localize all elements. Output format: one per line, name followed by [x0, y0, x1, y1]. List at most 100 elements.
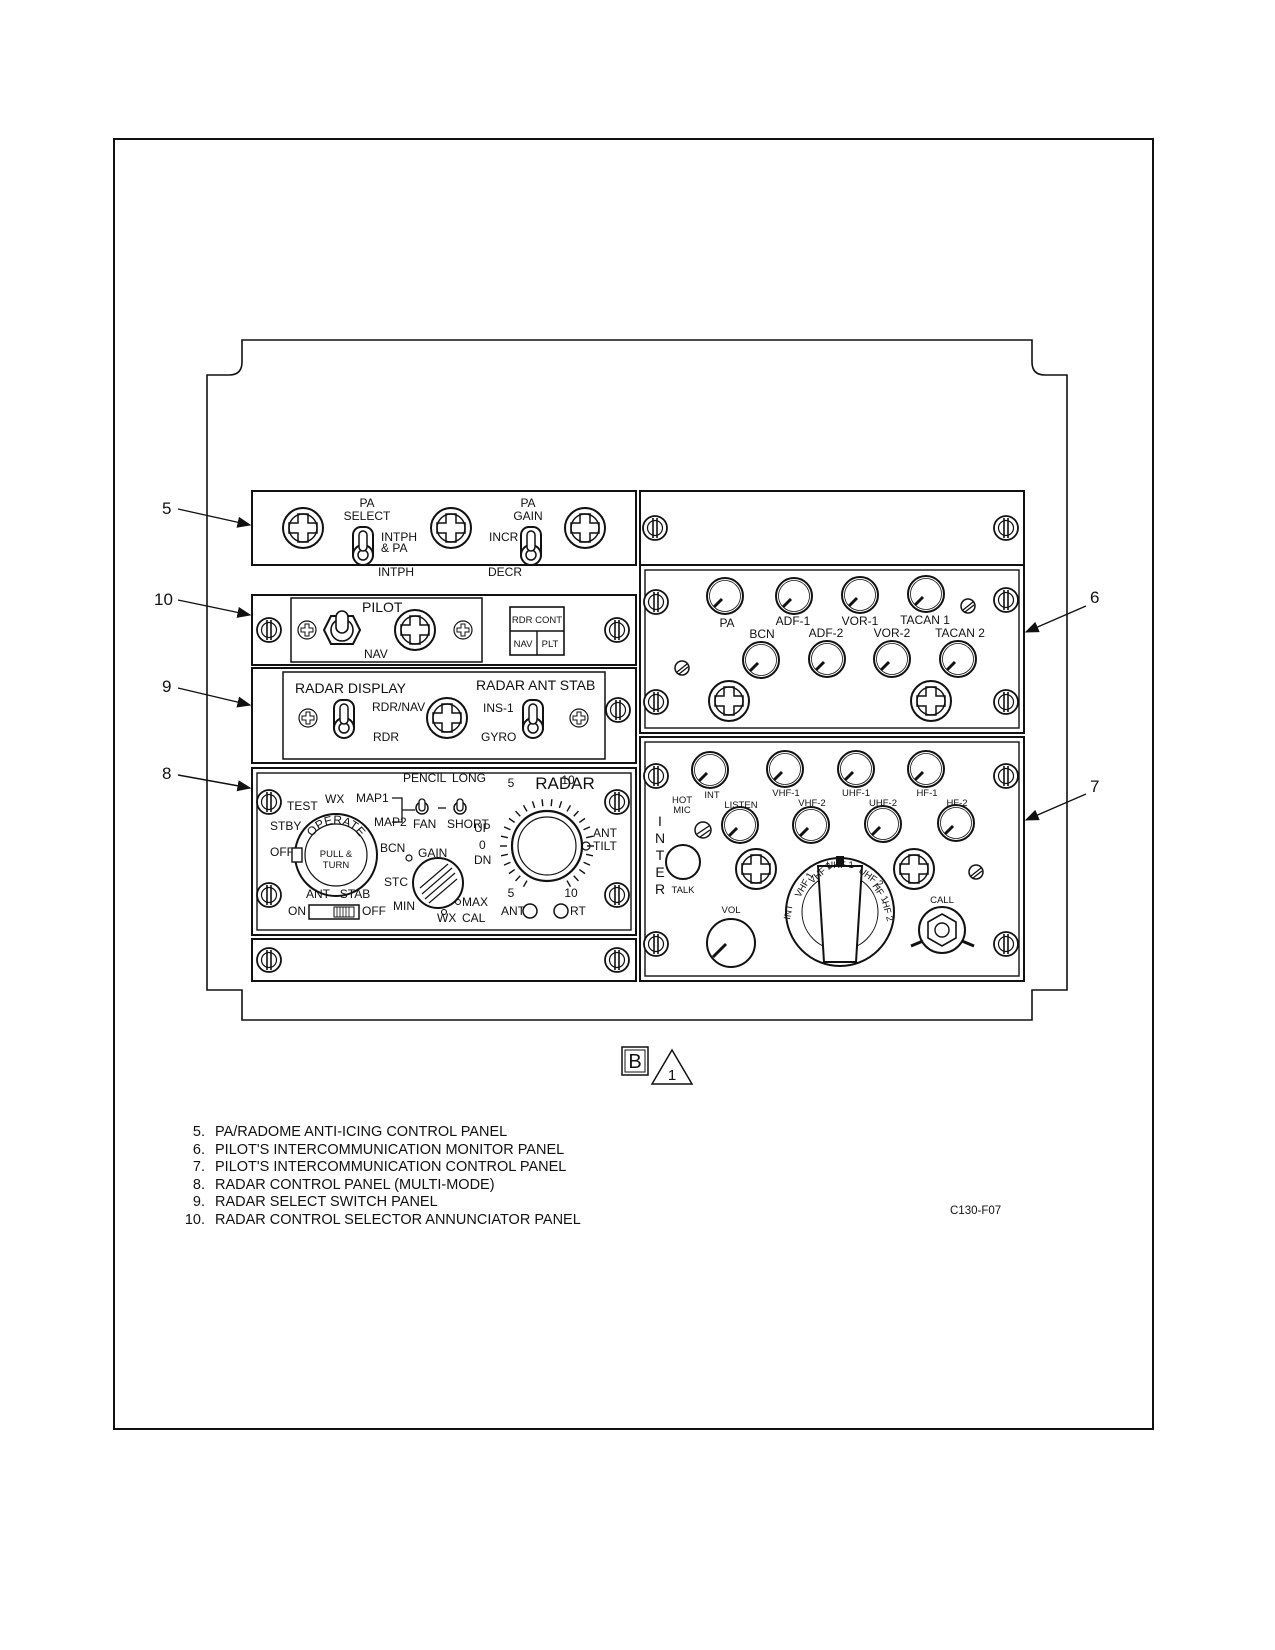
radar-display-label: RADAR DISPLAY — [295, 680, 407, 696]
ant-button-label: ANT — [501, 904, 526, 918]
pa-gain-toggle-switch[interactable] — [520, 526, 542, 566]
intph-pa-label: INTPH — [381, 530, 417, 544]
panel-fastener — [394, 609, 436, 651]
adf1-monitor-label: ADF-1 — [776, 614, 811, 628]
volume-knob[interactable] — [706, 918, 756, 968]
tilt-tick — [578, 817, 586, 824]
talk-button[interactable] — [665, 844, 701, 880]
panel-screw — [604, 789, 630, 815]
note-triangle: 1 — [650, 1048, 694, 1085]
tacan2-monitor-label: TACAN 2 — [935, 626, 985, 640]
pencil-label: PENCIL — [403, 771, 447, 785]
legend-text: RADAR CONTROL PANEL (MULTI-MODE) — [215, 1176, 495, 1193]
legend-number: 5. — [192, 1124, 205, 1140]
tacan1-monitor-knob[interactable] — [906, 574, 946, 614]
ant-stab-label: ANT STAB — [306, 887, 370, 901]
blank-panel-left — [251, 938, 637, 982]
bcn-monitor-knob[interactable] — [741, 640, 781, 680]
panel-fastener — [282, 507, 324, 549]
zero-label: 0 — [479, 838, 486, 852]
panel-fastener — [426, 697, 468, 739]
max-label: MAX — [462, 895, 488, 909]
tacan2-monitor-knob[interactable] — [938, 639, 978, 679]
radar-ant-stab-toggle-switch[interactable] — [522, 699, 544, 739]
panel-screw — [298, 708, 318, 728]
tilt-tick — [508, 817, 516, 824]
tilt-tick — [583, 861, 591, 866]
beam-toggle-switch[interactable] — [453, 798, 467, 815]
radar-display-toggle-switch[interactable] — [333, 699, 355, 739]
radar-ant-stab-label: RADAR ANT STAB — [476, 677, 595, 693]
rdr-label: RDR — [373, 730, 399, 744]
svg-text:7: 7 — [1090, 777, 1099, 796]
antenna-tilt-knob[interactable] — [510, 809, 591, 883]
rdr-nav-label: RDR/NAV — [372, 700, 425, 714]
hf1-knob[interactable] — [906, 749, 946, 789]
vhf2-label: VHF-2 — [798, 798, 825, 809]
svg-text:6: 6 — [1090, 588, 1099, 607]
tilt-tick — [500, 853, 509, 857]
panel-screw — [604, 947, 630, 973]
stc-label: STC — [384, 875, 408, 889]
tilt-tick — [508, 868, 516, 875]
tilt-tick — [503, 861, 511, 866]
svg-text:9: 9 — [162, 677, 171, 696]
transmit-selector-switch[interactable] — [785, 856, 895, 967]
intph-label: INTPH — [378, 565, 414, 579]
min-label: MIN — [393, 899, 415, 913]
map2-label: MAP2 — [374, 815, 407, 829]
uhf2-knob[interactable] — [863, 804, 903, 844]
panel-screw — [605, 697, 631, 723]
lock-screw — [674, 660, 690, 676]
turn-label: TURN — [323, 860, 350, 871]
vor1-monitor-knob[interactable] — [840, 575, 880, 615]
svg-text:HF 2: HF 2 — [879, 900, 895, 923]
radar-control-selector-annunciator-panel: PILOT NAV RDR CONT NAV PLT — [251, 594, 637, 666]
ins1-label: INS-1 — [483, 701, 514, 715]
rt-button[interactable] — [553, 903, 569, 919]
vhf1-knob[interactable] — [765, 749, 805, 789]
panel-screw — [256, 882, 282, 908]
vor2-monitor-label: VOR-2 — [874, 626, 911, 640]
pa-monitor-knob[interactable] — [705, 576, 745, 616]
vor2-monitor-knob[interactable] — [872, 639, 912, 679]
svg-text:UHF 1: UHF 1 — [826, 860, 853, 871]
inter-letter: I — [658, 813, 662, 829]
gain-knob[interactable] — [412, 857, 464, 909]
hf2-knob[interactable] — [936, 803, 976, 843]
adf1-monitor-knob[interactable] — [774, 576, 814, 616]
panel-screw — [643, 589, 669, 615]
talk-label: TALK — [671, 885, 695, 896]
adf2-monitor-knob[interactable] — [807, 639, 847, 679]
ant-stab-slide-switch[interactable] — [308, 904, 360, 920]
tilt-tick — [585, 835, 594, 839]
int-label: INT — [704, 790, 720, 801]
legend-text: PILOT'S INTERCOMMUNICATION MONITOR PANEL — [215, 1141, 565, 1158]
dn-label: DN — [474, 853, 491, 867]
panel-screw — [643, 931, 669, 957]
legend-number: 9. — [192, 1194, 205, 1211]
int-knob[interactable] — [690, 750, 730, 790]
blank-panel-right — [639, 490, 1025, 566]
call-button[interactable] — [918, 906, 966, 954]
pull-label: PULL & — [320, 849, 353, 860]
callout-10: 10 — [154, 590, 252, 618]
pilot-nav-toggle-switch[interactable] — [322, 610, 362, 645]
tilt-tick — [541, 799, 544, 807]
map-mode-toggle-switch[interactable] — [415, 798, 429, 815]
map1-label: MAP1 — [356, 791, 389, 805]
pa-select-toggle-switch[interactable] — [352, 526, 374, 566]
operate-mode-knob[interactable] — [291, 813, 378, 897]
panel-screw — [256, 789, 282, 815]
vhf2-knob[interactable] — [791, 805, 831, 845]
uhf1-knob[interactable] — [836, 749, 876, 789]
svg-text:GAIN: GAIN — [513, 509, 542, 523]
ant-button[interactable] — [522, 903, 538, 919]
listen-knob[interactable] — [720, 805, 760, 845]
legend-text: RADAR CONTROL SELECTOR ANNUNCIATOR PANEL — [215, 1211, 581, 1228]
legend-text: PA/RADOME ANTI-ICING CONTROL PANEL — [215, 1124, 508, 1140]
inter-vertical-label: INTER — [655, 813, 665, 897]
legend-number: 10. — [184, 1211, 205, 1228]
incr-label: INCR — [489, 530, 519, 544]
